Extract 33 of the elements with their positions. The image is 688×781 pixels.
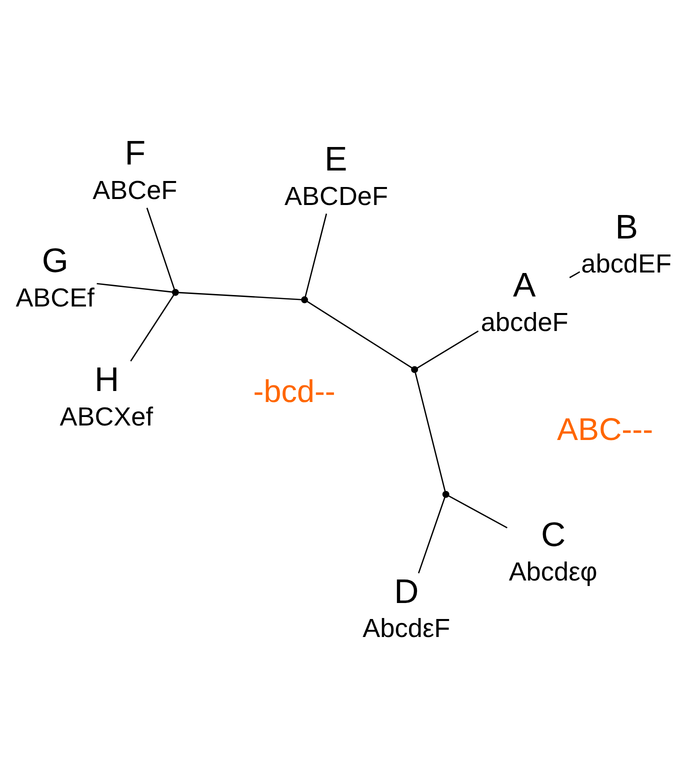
node-text: D <box>394 572 419 611</box>
node-text: H <box>94 360 120 399</box>
node-label: AbcdεF <box>362 613 450 644</box>
label: -bcd-- <box>253 374 336 410</box>
connector <box>146 208 176 290</box>
node-point <box>411 366 418 374</box>
node-point <box>172 288 179 296</box>
node-label: ABCEf <box>16 282 94 313</box>
connector <box>414 372 446 492</box>
connector <box>418 497 446 574</box>
node-text: C <box>540 516 566 554</box>
label: ABC--- <box>557 412 654 448</box>
connector <box>569 271 580 278</box>
connector <box>178 292 302 300</box>
node-label: abcdeF <box>480 306 568 337</box>
node-label: abcdEF <box>581 248 672 279</box>
node-text: F <box>124 134 146 172</box>
node-label: ABCeF <box>92 174 178 205</box>
node-point <box>442 490 450 498</box>
connector <box>96 282 172 293</box>
connector <box>306 300 412 368</box>
connector <box>417 330 479 368</box>
node-text: A <box>512 266 536 305</box>
node-label: ABCDeF <box>284 180 388 211</box>
connector <box>304 214 328 297</box>
node-text: G <box>42 242 68 280</box>
node-label: Abcdεφ <box>508 556 598 587</box>
node-point <box>301 296 308 304</box>
node-text: E <box>324 140 348 179</box>
node-label: ABCXef <box>60 401 154 432</box>
node-text: B <box>615 208 638 246</box>
connector <box>130 294 174 362</box>
connector <box>448 495 508 528</box>
